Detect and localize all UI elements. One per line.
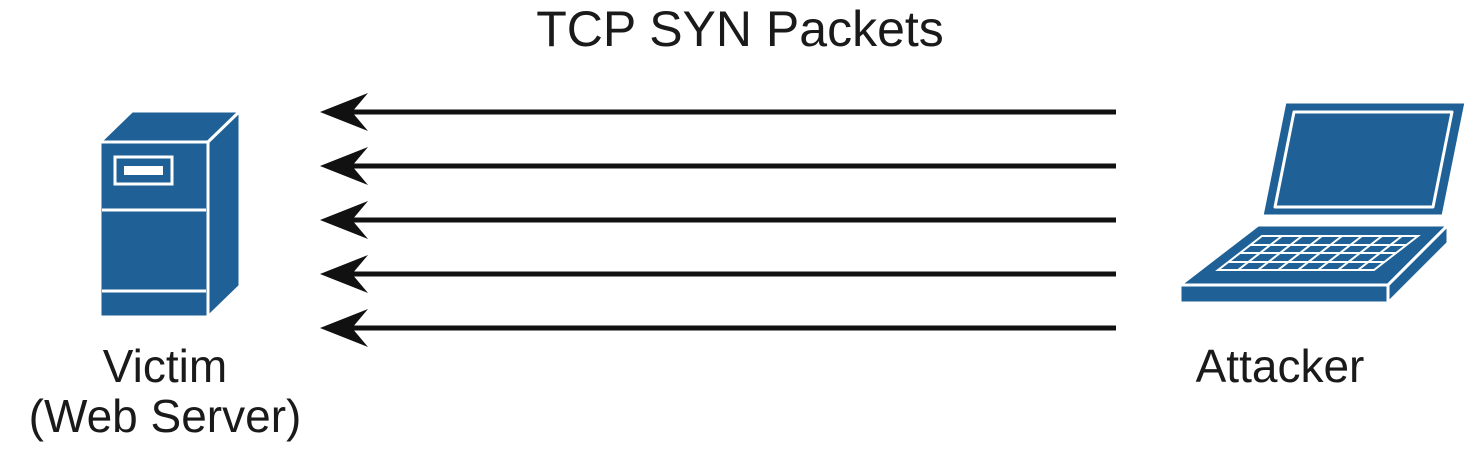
packet-arrow bbox=[320, 255, 1116, 293]
packet-arrow bbox=[320, 147, 1116, 185]
victim-label-role: (Web Server) bbox=[28, 390, 302, 442]
victim-label-name: Victim bbox=[102, 340, 228, 392]
packet-arrow bbox=[320, 201, 1116, 239]
server-icon bbox=[98, 109, 242, 319]
packet-arrows bbox=[320, 93, 1116, 347]
title-text: TCP SYN Packets bbox=[536, 1, 944, 57]
victim-label: Victim (Web Server) bbox=[0, 341, 330, 441]
diagram-title: TCP SYN Packets bbox=[0, 0, 1476, 58]
attacker-label: Attacker bbox=[1195, 340, 1365, 392]
packet-arrow bbox=[320, 309, 1116, 347]
packet-arrow bbox=[320, 93, 1116, 131]
laptop-icon bbox=[1178, 100, 1468, 305]
keyboard-keys bbox=[1215, 235, 1421, 271]
